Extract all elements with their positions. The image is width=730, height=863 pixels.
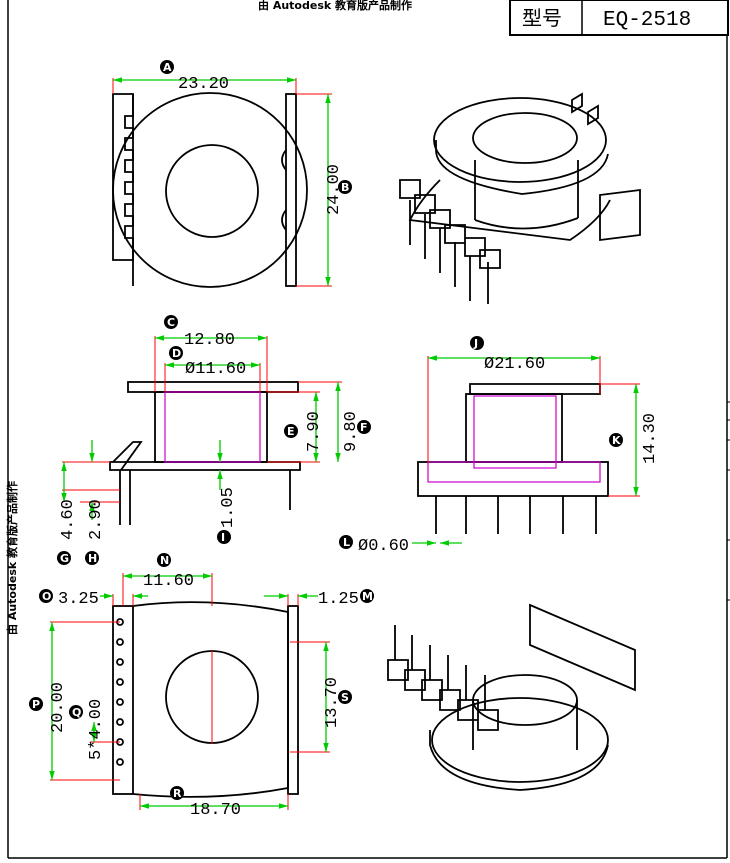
badge-i: I [217,530,231,544]
watermark-left: 由 Autodesk 教育版产品制作 [5,481,19,635]
dim-g: 4.60 [59,499,78,540]
svg-text:B: B [341,181,349,194]
sheet-frame [7,0,728,859]
dim-k: 14.30 [641,413,660,464]
title-block: 型号 EQ-2518 [509,0,729,36]
svg-text:O: O [42,590,51,603]
svg-text:S: S [341,691,349,704]
model-number: EQ-2518 [603,9,691,32]
dim-m: 1.25 [318,590,359,609]
badge-e: E [284,424,298,438]
svg-text:M: M [362,590,373,603]
svg-text:J: J [473,337,478,350]
svg-text:I: I [221,531,225,544]
dim-q: 5*4.00 [87,699,106,760]
badge-c: C [164,315,178,329]
dim-l: Ø0.60 [358,537,409,556]
svg-text:R: R [173,787,182,800]
dim-i: 1.05 [219,487,238,528]
dimension-lines [49,77,639,809]
svg-text:A: A [163,61,172,74]
dim-c: 12.80 [184,331,235,350]
watermark-top: 由 Autodesk 教育版产品制作 [258,0,412,12]
badge-r: R [170,786,184,800]
front-view [109,381,301,525]
badge-h: H [85,551,99,565]
dim-e: 7.90 [305,411,324,452]
badge-f: F [357,420,371,434]
badge-j: J [470,336,484,350]
top-view [112,92,308,288]
badge-a: A [160,60,174,74]
svg-text:E: E [287,425,295,438]
svg-text:K: K [612,434,621,447]
badge-d: D [169,346,183,360]
svg-text:C: C [167,316,175,329]
dim-b: 24.00 [325,164,344,215]
badge-q: Q [69,705,83,719]
svg-text:P: P [32,698,40,711]
bottom-view [112,601,299,798]
dim-s: 13.70 [323,677,342,728]
dim-h: 2.90 [87,499,106,540]
badge-s: S [338,690,352,704]
badge-g: G [57,551,71,565]
dim-f: 9.80 [342,411,361,452]
badge-b: B [338,180,352,194]
dim-p: 20.00 [49,682,68,733]
dim-n: 11.60 [143,572,194,591]
dim-r: 18.70 [190,801,241,820]
dim-j: Ø21.60 [484,355,545,374]
badge-o: O [39,589,53,603]
dim-a: 23.20 [178,75,229,94]
dim-o: 3.25 [58,590,99,609]
svg-text:H: H [88,552,97,565]
badge-p: P [29,697,43,711]
svg-text:N: N [160,554,169,567]
svg-text:F: F [360,421,368,434]
iso-top-view [399,92,641,304]
badge-k: K [609,433,623,447]
edge-marks [727,401,730,601]
badge-l: L [339,535,353,549]
title-label: 型号 [522,6,562,30]
iso-bottom-view [387,603,636,791]
badge-n: N [157,553,171,567]
svg-text:L: L [343,536,350,549]
side-view-inner [427,395,601,483]
front-view-inner [164,391,261,463]
badge-m: M [360,589,374,603]
svg-text:G: G [60,552,69,565]
side-view [417,383,609,534]
svg-text:Q: Q [72,706,81,719]
dim-d: Ø11.60 [185,360,246,379]
svg-text:D: D [172,347,181,360]
